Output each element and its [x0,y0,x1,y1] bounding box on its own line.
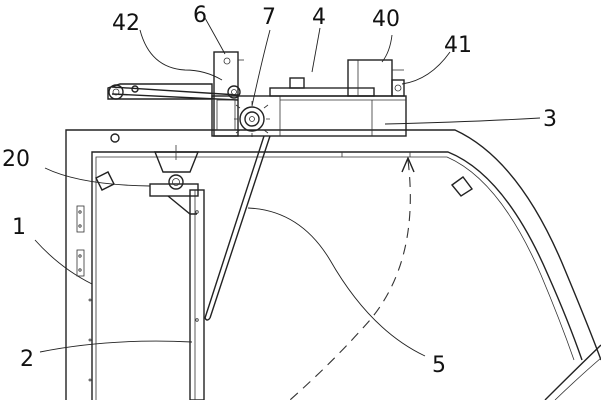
drive-assembly [107,51,407,137]
door-leaf [189,189,205,400]
label-42: 42 [112,11,140,36]
label-20: 20 [2,147,30,172]
label-3: 3 [543,107,557,132]
leader-lines [34,17,541,357]
label-5: 5 [432,353,446,378]
label-7: 7 [262,5,276,30]
label-40: 40 [372,7,400,32]
label-4: 4 [312,5,326,30]
label-41: 41 [444,33,472,58]
door-frame [65,129,601,400]
hinge-bracket [149,145,200,215]
label-1: 1 [12,215,26,240]
label-2: 2 [20,347,34,372]
swing-path [289,156,415,400]
push-rod [204,135,271,321]
label-6: 6 [193,3,207,28]
reference-labels: 42 6 7 4 40 41 3 20 1 2 5 [2,3,557,378]
